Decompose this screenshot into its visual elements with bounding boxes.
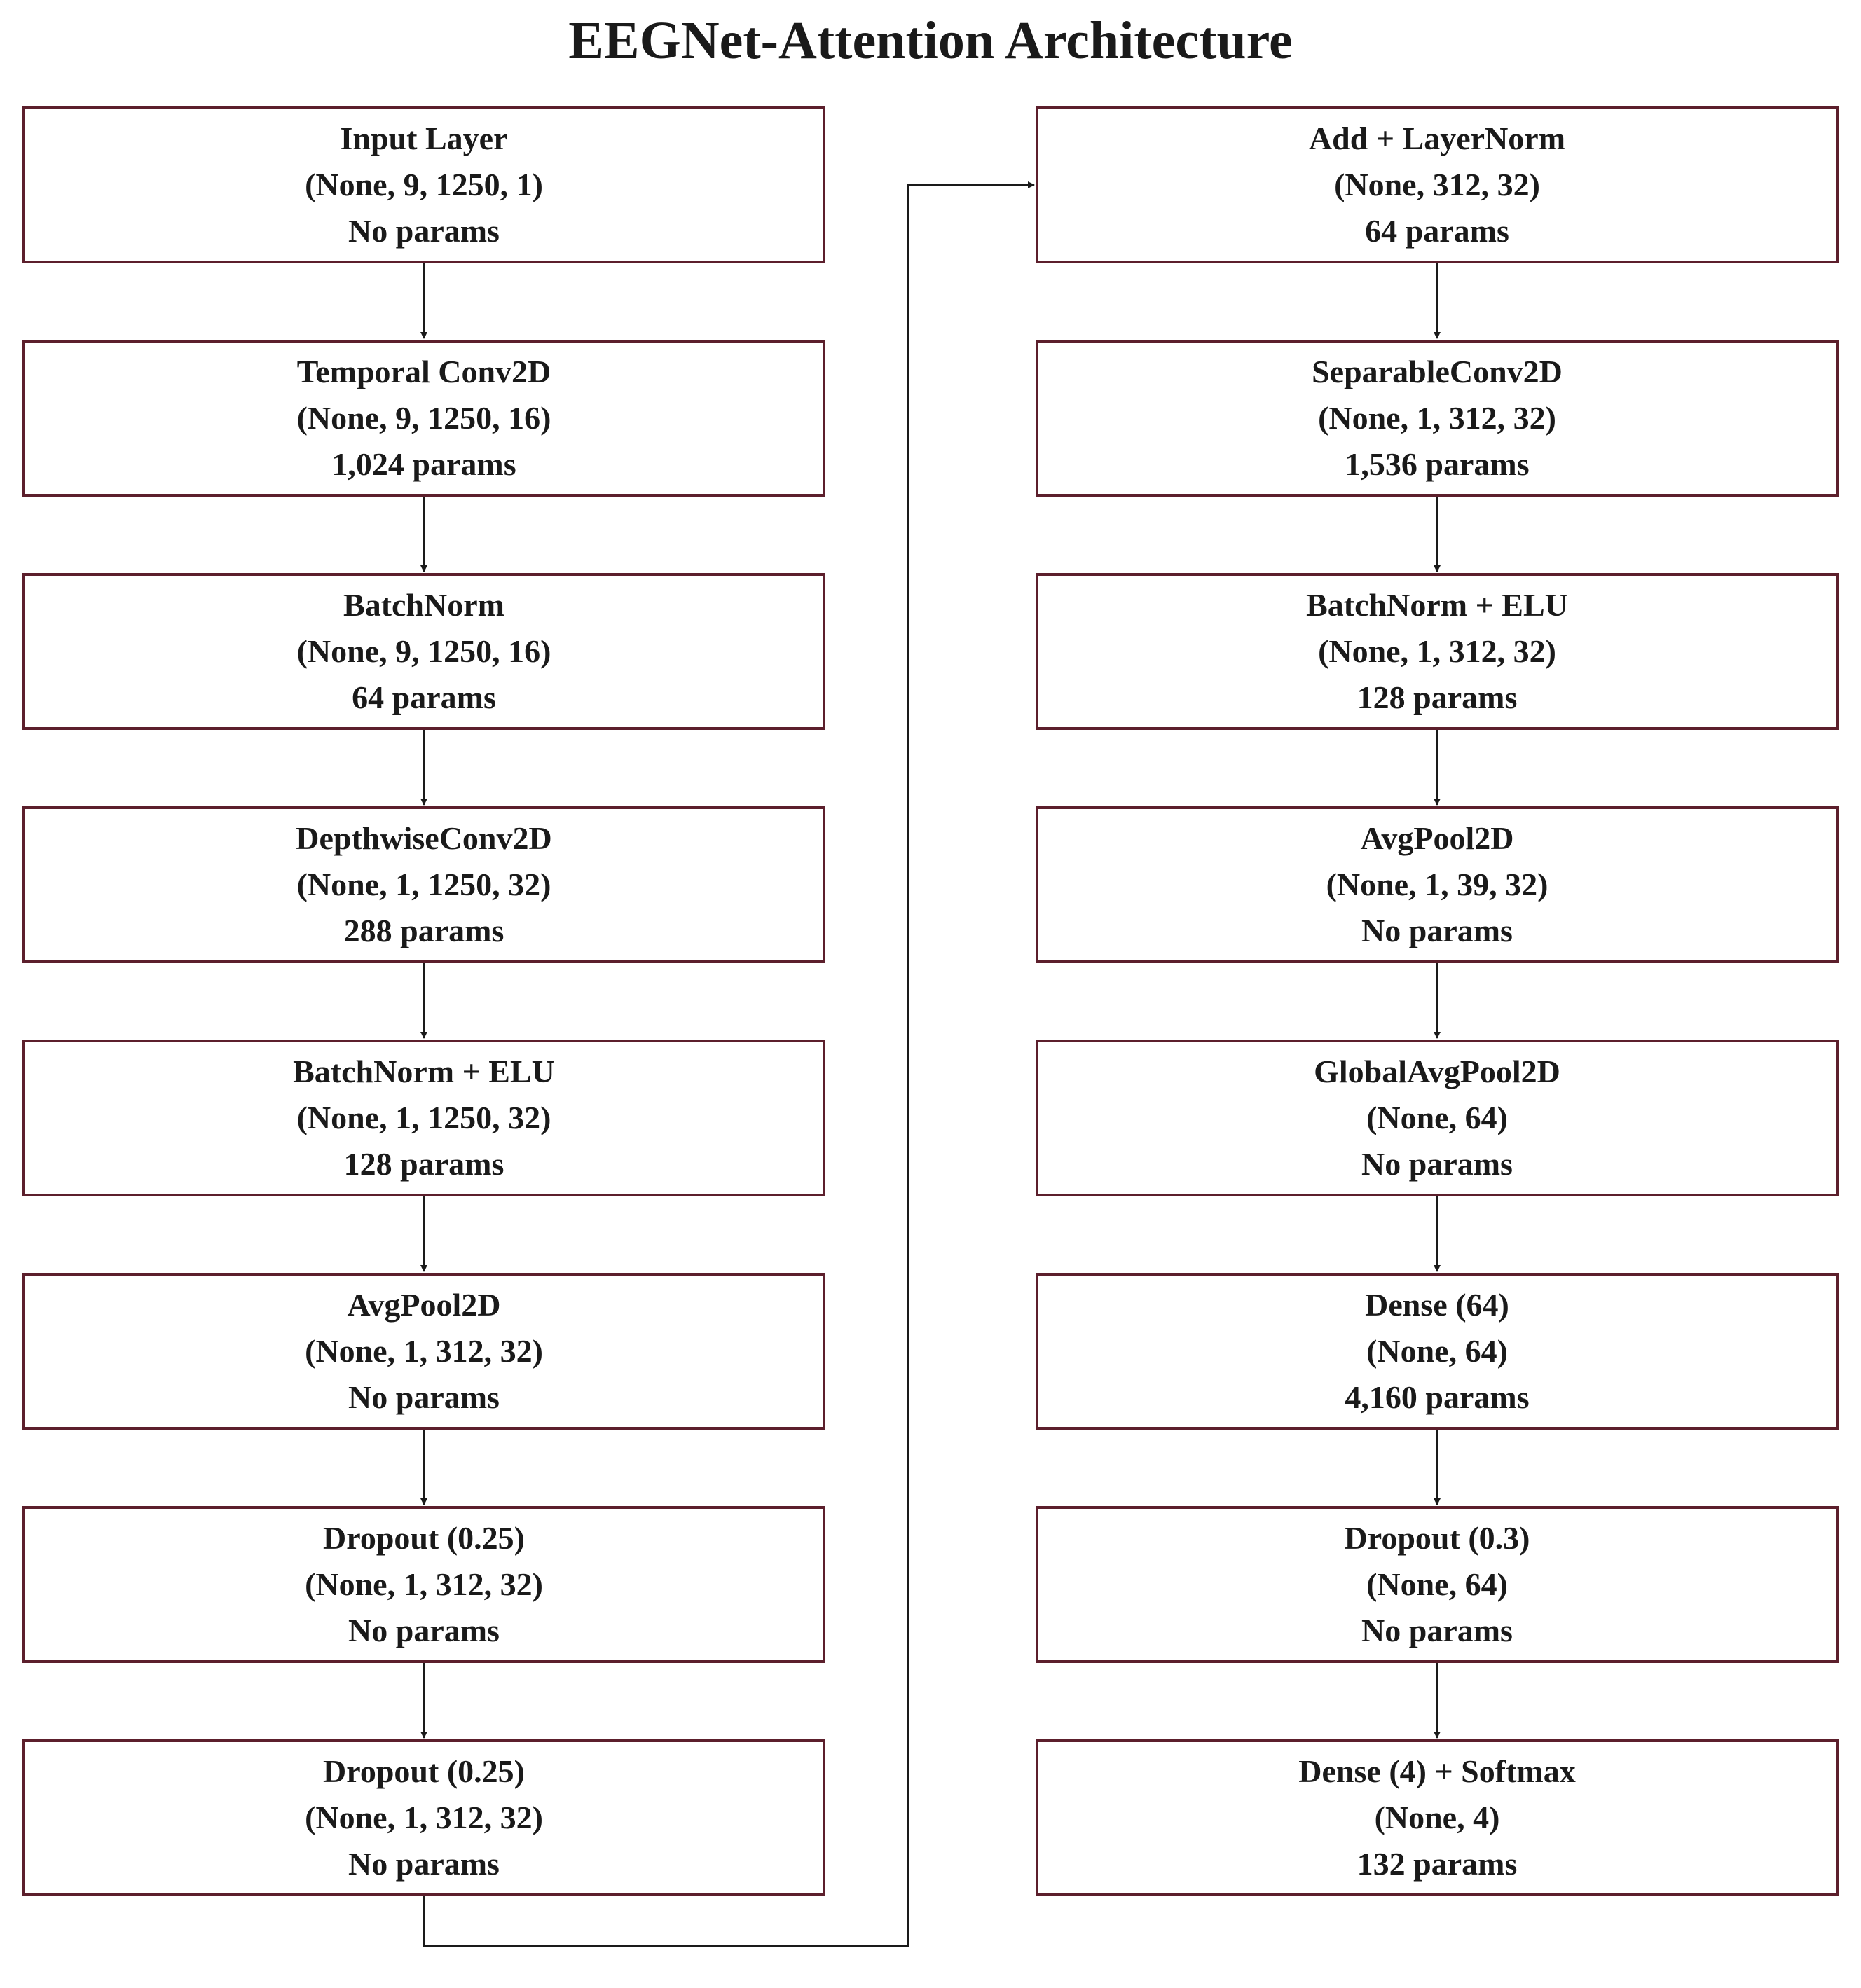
- layer-shape: (None, 9, 1250, 1): [305, 167, 543, 202]
- layer-shape: (None, 1, 312, 32): [1318, 400, 1556, 436]
- layer-shape: (None, 1, 312, 32): [305, 1566, 543, 1602]
- layer-params: 128 params: [1357, 679, 1518, 715]
- layer-params: 132 params: [1357, 1846, 1518, 1882]
- layer-name: Dense (64): [1365, 1287, 1509, 1323]
- layer-params: 1,024 params: [331, 446, 516, 482]
- layer-name: Temporal Conv2D: [296, 354, 551, 389]
- layer-shape: (None, 312, 32): [1334, 167, 1540, 202]
- layer-name: BatchNorm + ELU: [293, 1054, 555, 1089]
- layer-box-add-layernorm: Add + LayerNorm (None, 312, 32) 64 param…: [1036, 106, 1839, 263]
- layer-name: BatchNorm: [343, 587, 504, 623]
- layer-box-separable-conv2d: SeparableConv2D (None, 1, 312, 32) 1,536…: [1036, 340, 1839, 497]
- layer-name: AvgPool2D: [1360, 820, 1514, 856]
- layer-name: GlobalAvgPool2D: [1314, 1054, 1560, 1089]
- layer-box-input-layer: Input Layer (None, 9, 1250, 1) No params: [22, 106, 825, 263]
- layer-box-dense-64: Dense (64) (None, 64) 4,160 params: [1036, 1273, 1839, 1430]
- layer-box-dense-softmax: Dense (4) + Softmax (None, 4) 132 params: [1036, 1739, 1839, 1896]
- layer-name: SeparableConv2D: [1312, 354, 1563, 389]
- layer-box-avgpool2d-2: AvgPool2D (None, 1, 39, 32) No params: [1036, 806, 1839, 963]
- layer-params: 4,160 params: [1345, 1379, 1530, 1415]
- layer-shape: (None, 1, 1250, 32): [296, 867, 551, 902]
- layer-name: BatchNorm + ELU: [1306, 587, 1568, 623]
- layer-name: Dropout (0.25): [323, 1753, 525, 1789]
- layer-box-dropout: Dropout (0.25) (None, 1, 312, 32) No par…: [22, 1506, 825, 1663]
- layer-box-batchnorm: BatchNorm (None, 9, 1250, 16) 64 params: [22, 573, 825, 730]
- layer-params: 1,536 params: [1345, 446, 1530, 482]
- layer-box-avgpool2d: AvgPool2D (None, 1, 312, 32) No params: [22, 1273, 825, 1430]
- diagram-title: EEGNet-Attention Architecture: [568, 11, 1293, 70]
- layer-name: DepthwiseConv2D: [296, 820, 552, 856]
- layer-shape: (None, 1, 312, 32): [1318, 633, 1556, 669]
- layer-name: AvgPool2D: [347, 1287, 501, 1323]
- layer-shape: (None, 9, 1250, 16): [296, 400, 551, 436]
- layer-box-batchnorm-elu-2: BatchNorm + ELU (None, 1, 312, 32) 128 p…: [1036, 573, 1839, 730]
- layer-params: No params: [1361, 913, 1513, 948]
- layer-shape: (None, 4): [1374, 1800, 1500, 1835]
- layer-name: Dense (4) + Softmax: [1298, 1753, 1576, 1789]
- layer-params: 128 params: [343, 1146, 504, 1182]
- layer-shape: (None, 1, 1250, 32): [296, 1100, 551, 1135]
- layer-params: No params: [348, 213, 500, 249]
- layer-shape: (None, 1, 312, 32): [305, 1333, 543, 1369]
- column-bridge-connector: [423, 181, 1035, 1947]
- layer-params: 288 params: [343, 913, 504, 948]
- layer-params: 64 params: [352, 679, 496, 715]
- layer-box-temporal-conv2d: Temporal Conv2D (None, 9, 1250, 16) 1,02…: [22, 340, 825, 497]
- layer-box-dropout-2: Dropout (0.25) (None, 1, 312, 32) No par…: [22, 1739, 825, 1896]
- layer-shape: (None, 64): [1366, 1100, 1508, 1135]
- layer-name: Input Layer: [340, 120, 508, 156]
- layer-name: Dropout (0.3): [1344, 1520, 1530, 1556]
- layer-box-global-avgpool2d: GlobalAvgPool2D (None, 64) No params: [1036, 1040, 1839, 1196]
- layer-shape: (None, 64): [1366, 1566, 1508, 1602]
- layer-box-batchnorm-elu: BatchNorm + ELU (None, 1, 1250, 32) 128 …: [22, 1040, 825, 1196]
- layer-params: No params: [348, 1613, 500, 1648]
- layer-name: Dropout (0.25): [323, 1520, 525, 1556]
- layer-shape: (None, 1, 312, 32): [305, 1800, 543, 1835]
- layer-box-dropout-3: Dropout (0.3) (None, 64) No params: [1036, 1506, 1839, 1663]
- layer-params: No params: [348, 1846, 500, 1882]
- layer-shape: (None, 64): [1366, 1333, 1508, 1369]
- layer-shape: (None, 9, 1250, 16): [296, 633, 551, 669]
- layer-params: No params: [1361, 1146, 1513, 1182]
- layer-name: Add + LayerNorm: [1308, 120, 1566, 156]
- layer-params: 64 params: [1365, 213, 1509, 249]
- layer-box-depthwise-conv2d: DepthwiseConv2D (None, 1, 1250, 32) 288 …: [22, 806, 825, 963]
- layer-shape: (None, 1, 39, 32): [1326, 867, 1548, 902]
- layer-params: No params: [348, 1379, 500, 1415]
- layer-params: No params: [1361, 1613, 1513, 1648]
